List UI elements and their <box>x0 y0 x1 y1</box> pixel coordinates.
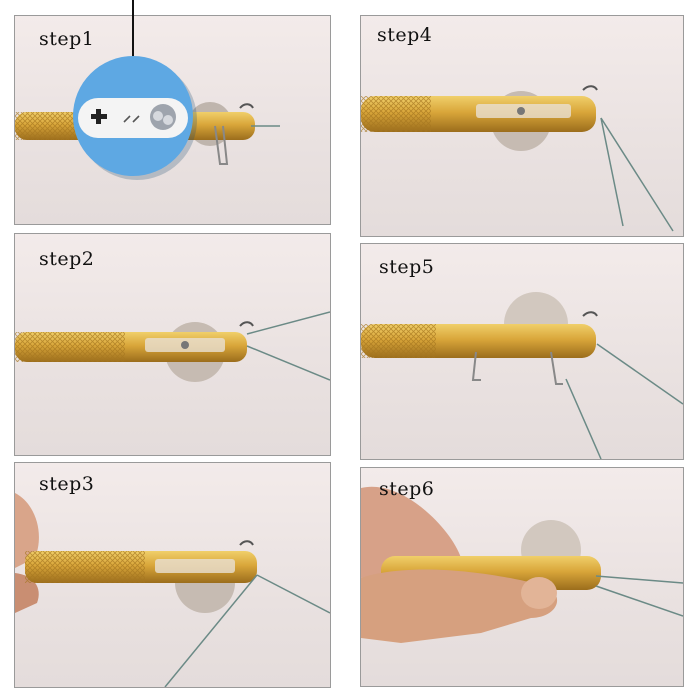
step5-panel: step5 <box>360 243 684 460</box>
step-label: step3 <box>39 473 95 495</box>
knot-tool-photo <box>361 292 683 459</box>
knot-tool-photo <box>15 493 330 687</box>
step-label: step5 <box>379 256 435 278</box>
step3-panel: step3 <box>14 462 331 688</box>
step1-panel: step1 <box>14 15 331 225</box>
step-label: step6 <box>379 478 435 500</box>
knot-tool-photo <box>361 486 683 643</box>
knot-tool-photo <box>361 85 674 232</box>
step6-panel: step6 <box>360 467 684 687</box>
knot-tool-photo <box>15 311 330 382</box>
step-label: step4 <box>377 24 433 46</box>
step4-panel: step4 <box>360 15 684 237</box>
step-label: step2 <box>39 248 95 270</box>
step2-panel: step2 <box>14 233 331 456</box>
step-label: step1 <box>39 28 95 50</box>
